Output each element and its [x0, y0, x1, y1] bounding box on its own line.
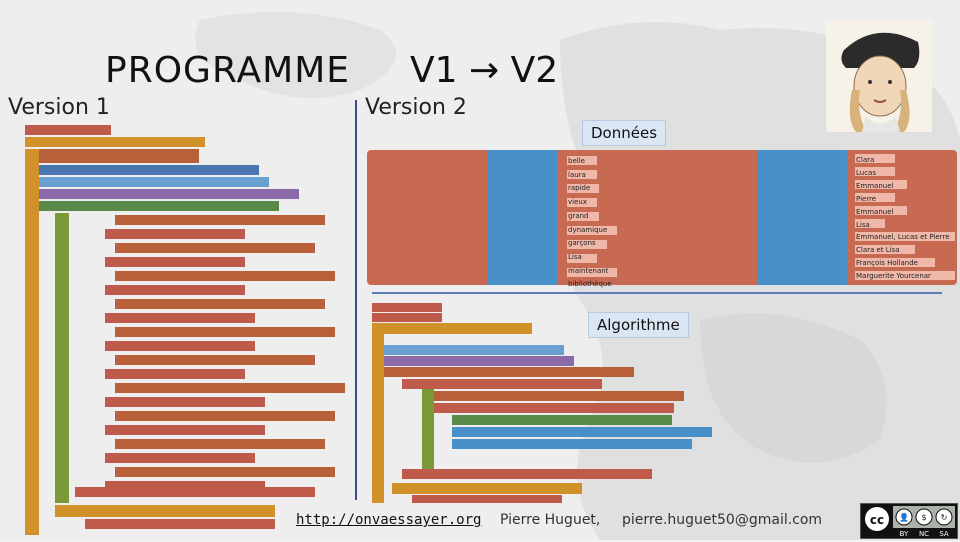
- slide-title-versions: V1 → V2: [410, 50, 559, 91]
- algorithme-label: Algorithme: [588, 312, 689, 338]
- list-item: Emmanuel, Lucas et Pierre: [856, 233, 950, 242]
- list-item: maintenant: [568, 266, 609, 275]
- portrait-image: [826, 20, 932, 132]
- donnees-code-blocks: [367, 150, 957, 285]
- list-item: rapide: [568, 184, 591, 193]
- donnees-label: Données: [582, 120, 667, 146]
- list-item: François Hollande: [856, 259, 918, 268]
- version-separator-line: [355, 100, 357, 500]
- list-item: Clara et Lisa: [856, 246, 900, 255]
- license-label-sa: SA: [939, 530, 949, 538]
- svg-text:👤: 👤: [899, 512, 909, 522]
- slide-title-programme: PROGRAMME: [105, 50, 351, 91]
- author-email: pierre.huguet50@gmail.com: [622, 512, 823, 528]
- list-item: bibliothèque: [568, 280, 612, 289]
- cc-by-nc-sa-icon: cc 👤 $ ↻ BY NC SA: [860, 503, 958, 539]
- license-label-by: BY: [900, 530, 909, 538]
- license-label-nc: NC: [919, 530, 929, 538]
- list-item: Emmanuel: [856, 207, 894, 216]
- svg-text:$: $: [921, 513, 926, 522]
- donnees-word-list: belle laura rapide vieux grand dynamique…: [568, 155, 612, 292]
- list-item: vieux: [568, 198, 587, 207]
- list-item: garçons: [568, 239, 596, 248]
- algorithme-code-blocks: [372, 303, 712, 503]
- list-item: belle: [568, 157, 585, 165]
- list-item: Emmanuel: [856, 181, 894, 190]
- version-1-code-blocks: [25, 125, 345, 535]
- website-link[interactable]: http://onvaessayer.org: [296, 512, 482, 528]
- list-item: Lucas: [856, 168, 876, 177]
- donnees-name-list: Clara Lucas Emmanuel Pierre Emmanuel Lis…: [856, 154, 956, 283]
- svg-text:↻: ↻: [941, 513, 948, 522]
- list-item: Marguerite Yourcenar: [856, 272, 931, 281]
- svg-text:cc: cc: [870, 513, 884, 527]
- version-2-label: Version 2: [365, 95, 467, 120]
- list-item: Pierre: [856, 194, 877, 203]
- section-divider: [372, 292, 942, 294]
- list-item: dynamique: [568, 225, 608, 234]
- list-item: Clara: [856, 156, 875, 164]
- version-1-label: Version 1: [8, 95, 110, 120]
- list-item: grand: [568, 211, 589, 220]
- list-item: Lisa: [568, 252, 582, 261]
- list-item: Lisa: [856, 220, 870, 229]
- author-name: Pierre Huguet,: [500, 512, 601, 528]
- list-item: laura: [568, 170, 586, 179]
